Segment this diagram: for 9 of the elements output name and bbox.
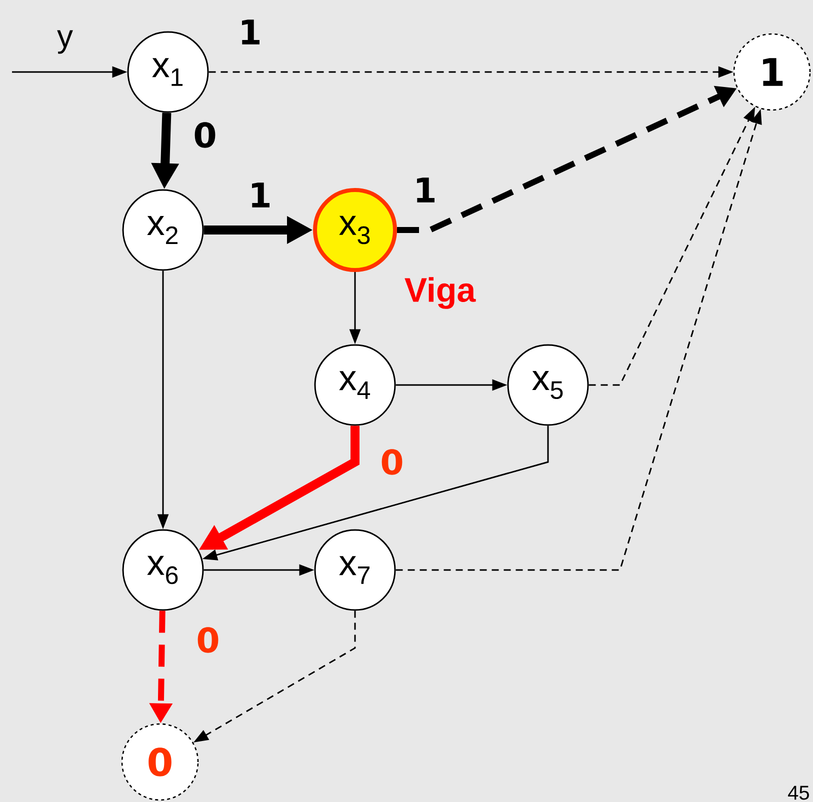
edge-label: 1	[237, 18, 263, 46]
edge-label: 0	[379, 448, 405, 476]
page-number: 45	[788, 786, 809, 800]
edge-label: y	[56, 29, 74, 55]
node-caption: Viga	[404, 277, 476, 309]
edge-label: 1	[247, 182, 273, 208]
edge-label: 0	[195, 626, 221, 654]
edge-label: 0	[192, 121, 218, 149]
edge-label: 1	[412, 176, 438, 204]
